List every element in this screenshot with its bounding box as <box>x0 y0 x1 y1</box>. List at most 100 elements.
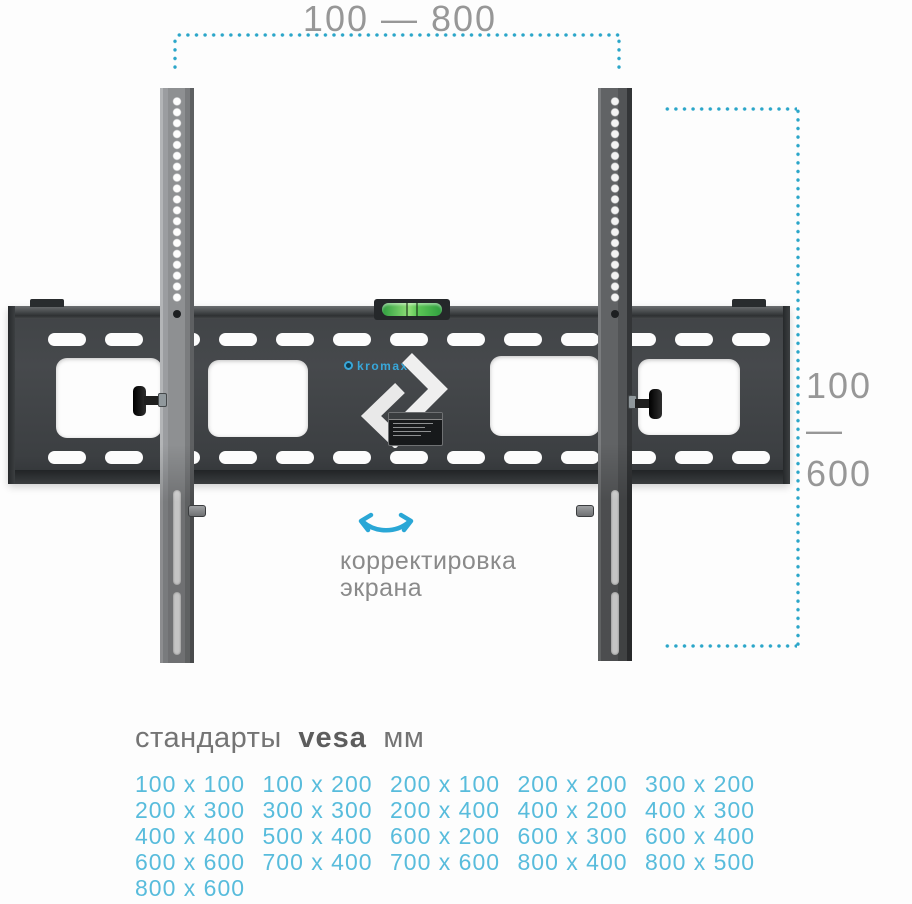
mount-slot <box>447 451 485 464</box>
vesa-grid: 100 x 100 100 x 200 200 x 100 200 x 200 300 … <box>135 771 773 901</box>
tilt-knob-right <box>649 389 662 419</box>
dimension-top-right-tick <box>617 37 621 73</box>
mount-slot <box>48 451 86 464</box>
wall-plate-hook-tab <box>30 299 64 307</box>
arm-hole <box>173 310 181 318</box>
mount-slot <box>447 333 485 346</box>
arm-hole-column <box>171 96 183 304</box>
tilt-adjust-arrow-icon <box>358 512 414 533</box>
vesa-size: 600 x 300 <box>517 823 628 849</box>
bubble-level-mark <box>406 302 408 317</box>
spec-label-line <box>393 435 421 436</box>
vesa-size: 200 x 200 <box>517 771 628 797</box>
vesa-size: 800 x 600 <box>135 875 246 901</box>
adjustment-caption-line1: корректировка <box>340 547 517 575</box>
plate-cutout <box>208 360 308 437</box>
vesa-size: 500 x 400 <box>262 823 373 849</box>
mount-slot <box>276 451 314 464</box>
bubble-level-vial <box>382 303 442 316</box>
dimension-right-label: 100 — 600 <box>806 364 912 496</box>
arm-shading <box>160 88 194 663</box>
vesa-size: 400 x 400 <box>135 823 246 849</box>
tilt-knob-left-washer <box>158 393 167 407</box>
tv-bracket-arm-left <box>160 88 194 663</box>
vesa-size: 100 x 200 <box>262 771 373 797</box>
vesa-size: 600 x 400 <box>645 823 756 849</box>
vesa-heading-brand: vesa <box>298 722 367 754</box>
vesa-heading-suffix: мм <box>383 722 425 754</box>
mount-slot <box>333 451 371 464</box>
dimension-top-label: 100 — 800 <box>302 0 498 39</box>
vesa-size: 200 x 400 <box>390 797 501 823</box>
plate-slot-row <box>8 451 790 464</box>
tilt-knob-left <box>133 386 146 416</box>
dimension-right-dotted-line <box>796 107 800 648</box>
vesa-size: 200 x 100 <box>390 771 501 797</box>
dimension-right-label-line2: 600 <box>806 453 873 494</box>
mount-slot <box>105 333 143 346</box>
arm-slot <box>611 592 619 655</box>
mount-slot <box>561 451 599 464</box>
spec-label-header <box>389 413 442 420</box>
wall-plate-right-end <box>783 306 790 484</box>
mount-slot <box>561 333 599 346</box>
plate-cutout <box>490 356 600 436</box>
dimension-top-dotted-line <box>175 33 621 37</box>
mount-slot <box>276 333 314 346</box>
mount-slot <box>675 333 713 346</box>
tv-bracket-arm-right <box>598 88 632 661</box>
mount-slot <box>219 333 257 346</box>
mount-slot <box>732 333 770 346</box>
arm-shading <box>598 88 632 661</box>
arm-slot <box>173 490 181 585</box>
wall-plate-left-end <box>8 306 15 484</box>
wall-plate-bottom-rail <box>8 470 790 484</box>
bubble-level-mark <box>416 302 418 317</box>
vesa-size: 200 x 300 <box>135 797 246 823</box>
arm-slot <box>611 490 619 585</box>
spec-label-sticker <box>388 412 443 446</box>
adjustment-caption-line2: экрана <box>340 574 423 602</box>
bubble-level <box>374 299 450 320</box>
brand-logo-icon <box>344 361 353 370</box>
mount-slot <box>219 451 257 464</box>
vesa-size: 100 x 100 <box>135 771 246 797</box>
mount-slot <box>105 451 143 464</box>
vesa-size: 400 x 300 <box>645 797 756 823</box>
mount-slot <box>390 333 428 346</box>
vesa-size: 400 x 200 <box>517 797 628 823</box>
mount-slot <box>390 451 428 464</box>
mount-slot <box>333 333 371 346</box>
dimension-right-bottom-tick <box>663 644 797 648</box>
vesa-size: 700 x 600 <box>390 849 501 875</box>
vesa-heading: стандарты vesa мм <box>135 722 424 755</box>
vesa-size: 300 x 200 <box>645 771 756 797</box>
dimension-right-label-line1: 100 — <box>806 365 873 450</box>
mount-slot <box>504 333 542 346</box>
arm-hole-column <box>609 96 621 304</box>
vesa-size: 600 x 600 <box>135 849 246 875</box>
dimension-top-left-tick <box>173 37 177 73</box>
spec-label-line <box>393 427 425 428</box>
tilt-knob-left-stem <box>144 396 160 405</box>
vesa-size: 600 x 200 <box>390 823 501 849</box>
spec-label-line <box>393 431 431 432</box>
tilt-knob-right-stem <box>635 399 651 408</box>
vesa-heading-prefix: стандарты <box>135 722 282 754</box>
mount-slot <box>504 451 542 464</box>
brand-logo-text: kromax <box>357 358 409 373</box>
arm-slot <box>173 592 181 655</box>
plate-slot-row <box>8 333 790 346</box>
arm-hole <box>611 310 619 318</box>
mount-slot <box>48 333 86 346</box>
arm-bolt-left <box>188 505 206 517</box>
mount-slot <box>732 451 770 464</box>
vesa-size: 800 x 500 <box>645 849 756 875</box>
vesa-size: 800 x 400 <box>517 849 628 875</box>
vesa-size: 700 x 400 <box>262 849 373 875</box>
adjustment-caption: корректировка экрана <box>340 548 516 602</box>
arm-bolt-right <box>576 505 594 517</box>
vesa-size: 300 x 300 <box>262 797 373 823</box>
spec-label-line <box>393 423 433 424</box>
